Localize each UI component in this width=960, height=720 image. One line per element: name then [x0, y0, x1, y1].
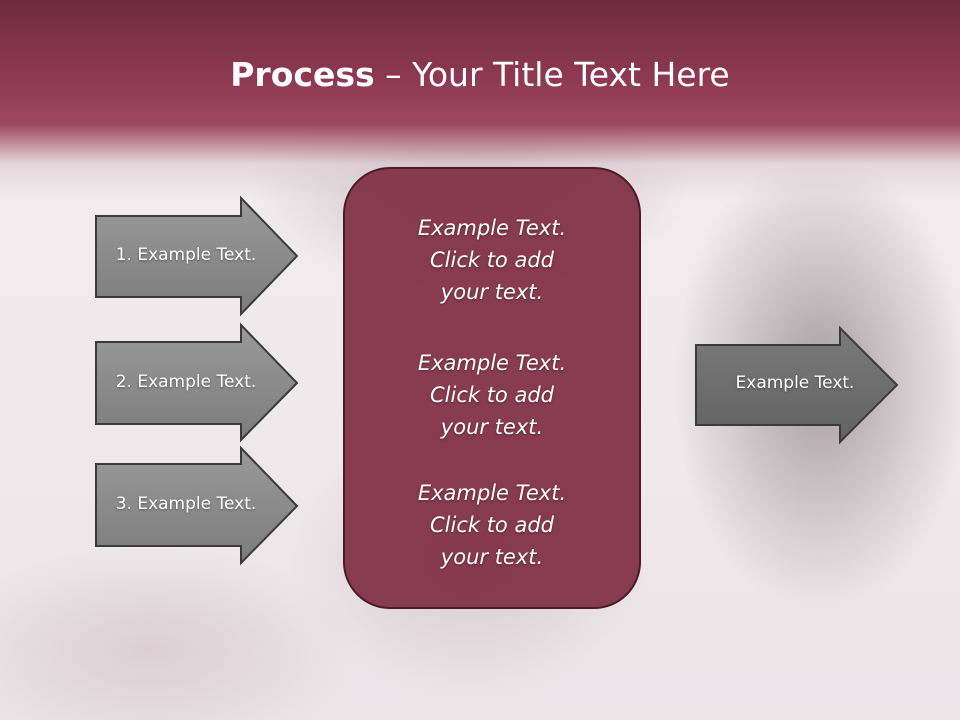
center-text-line: Click to add: [429, 513, 554, 537]
center-text-block-3[interactable]: Example Text. Click to add your text.: [344, 477, 640, 573]
input-arrow-1[interactable]: [95, 195, 299, 317]
center-text-line: Click to add: [429, 383, 554, 407]
center-text-line: your text.: [440, 415, 544, 439]
center-text-block-1[interactable]: Example Text. Click to add your text.: [344, 212, 640, 308]
output-arrow[interactable]: [695, 325, 899, 445]
center-text-line: Example Text.: [417, 216, 567, 240]
center-process-box[interactable]: [343, 167, 641, 609]
title-rest: – Your Title Text Here: [374, 55, 730, 94]
input-label-3: 3. Example Text.: [115, 494, 257, 514]
output-label: Example Text.: [735, 373, 855, 393]
center-text-line: Example Text.: [417, 481, 567, 505]
center-text-line: your text.: [440, 545, 544, 569]
input-arrow-2[interactable]: [95, 322, 299, 443]
slide-title[interactable]: Process – Your Title Text Here: [0, 52, 960, 98]
input-label-1: 1. Example Text.: [115, 245, 257, 265]
center-text-block-2[interactable]: Example Text. Click to add your text.: [344, 347, 640, 443]
center-text-line: your text.: [440, 280, 544, 304]
center-text-line: Example Text.: [417, 351, 567, 375]
input-label-2: 2. Example Text.: [115, 372, 257, 392]
center-text-line: Click to add: [429, 248, 554, 272]
input-arrow-3[interactable]: [95, 445, 299, 566]
title-bold: Process: [230, 55, 375, 94]
title-banner: [0, 0, 960, 200]
